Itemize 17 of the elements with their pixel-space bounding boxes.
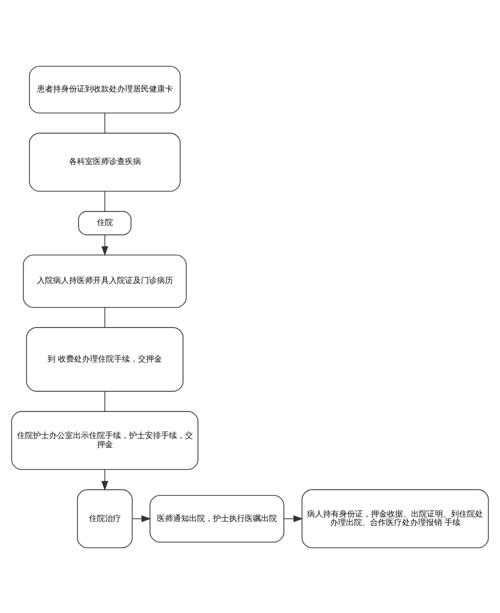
node-box: 医师通知出院，护士执行医嘱出院 [150,494,284,542]
arrow [284,514,304,522]
node-box: 病人持有身份证，押金收据、出院证明、到住院处办理出院、合作医疗处办理报销 手续 [302,488,489,548]
arrow [101,234,108,256]
node-box: 到 收费处办理住院手续，交押金 [26,326,184,392]
node-box: 住院护士办公室出示住院手续，护士安排手续，交押金 [11,410,198,470]
connector [104,112,106,134]
node-box: 各科室医师诊查疾病 [28,132,181,192]
arrow [101,468,108,490]
node-box: 入院病人持医师开具入院证及门诊病历 [22,254,187,308]
connector [104,306,106,328]
node-box: 住院治疗 [76,488,133,548]
connector [104,390,106,412]
node-box: 患者持身份证到收款处办理居民健康卡 [28,65,181,113]
arrow [132,514,152,522]
node-box: 住院 [78,210,132,235]
connector [104,190,106,212]
